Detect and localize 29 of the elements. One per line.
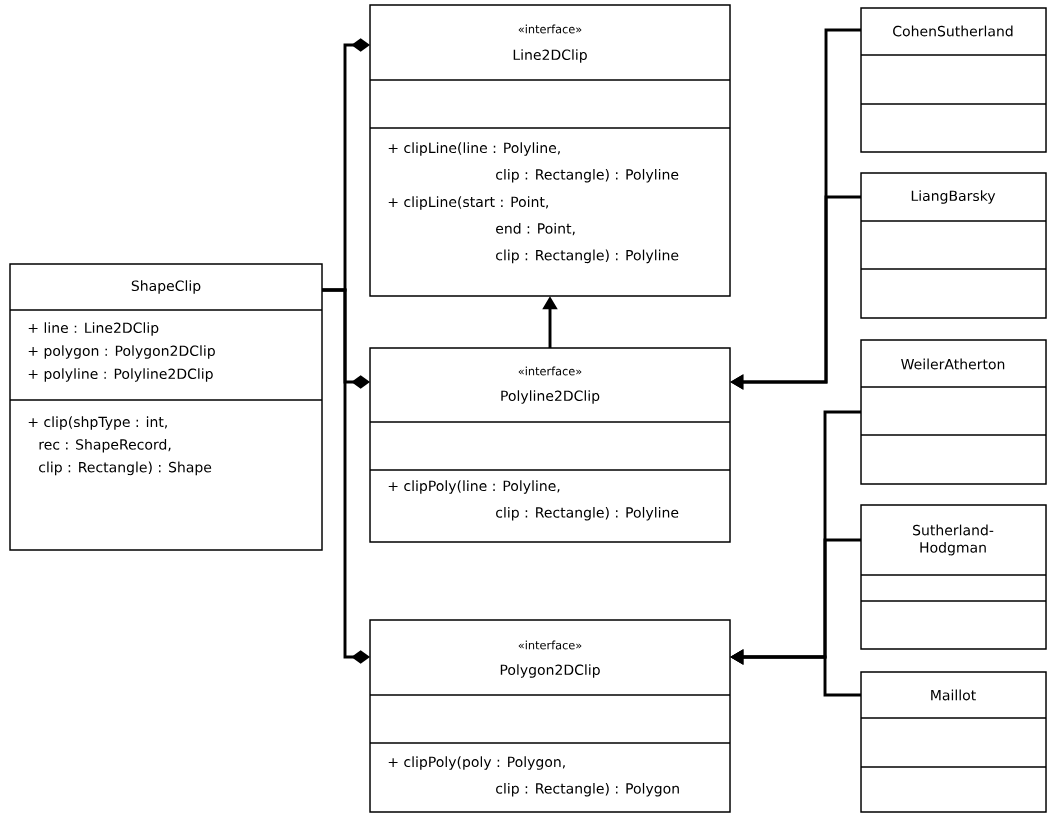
class-name: Polyline2DClip <box>501 390 600 404</box>
class-name: CohenSutherland <box>893 25 1013 37</box>
class-box <box>860 7 1047 153</box>
class-box <box>369 4 731 297</box>
stereotype-label: «interface» <box>518 366 582 376</box>
class-name: Line2DClip <box>513 49 587 63</box>
method-text: + clipLine(start : Point, end : Point, clip : Rectangle) : Polyline <box>388 196 679 264</box>
class-name: Sutherland-Hodgman <box>913 524 994 556</box>
class-name: Maillot <box>931 689 976 701</box>
class-name: Polygon2DClip <box>500 664 600 678</box>
class-box <box>369 619 731 813</box>
method-text: + clipLine(line : Polyline, clip : Rectangle) : Polyline <box>388 142 679 183</box>
stereotype-label: «interface» <box>518 640 582 650</box>
class-box <box>860 172 1047 319</box>
method-text: + clipPoly(poly : Polygon, clip : Rectangle) : Polygon <box>388 756 679 797</box>
class-name: LiangBarsky <box>911 190 996 204</box>
class-name: WeilerAtherton <box>901 358 1005 370</box>
method-text: + clipPoly(line : Polyline, clip : Rectangle) : Polyline <box>388 480 679 521</box>
attribute-text: + line : Line2DClip <box>28 322 159 336</box>
class-box <box>860 671 1047 813</box>
attribute-text: + polyline : Polyline2DClip <box>28 368 213 382</box>
class-box <box>860 339 1047 485</box>
class-box <box>860 504 1047 650</box>
class-box <box>9 263 323 551</box>
attribute-text: + polygon : Polygon2DClip <box>28 345 215 359</box>
class-box <box>369 347 731 543</box>
stereotype-label: «interface» <box>518 24 582 34</box>
method-text: + clip(shpType : int, rec : ShapeRecord, clip : Rectangle) : Shape <box>28 416 212 476</box>
class-name: ShapeClip <box>131 280 201 294</box>
